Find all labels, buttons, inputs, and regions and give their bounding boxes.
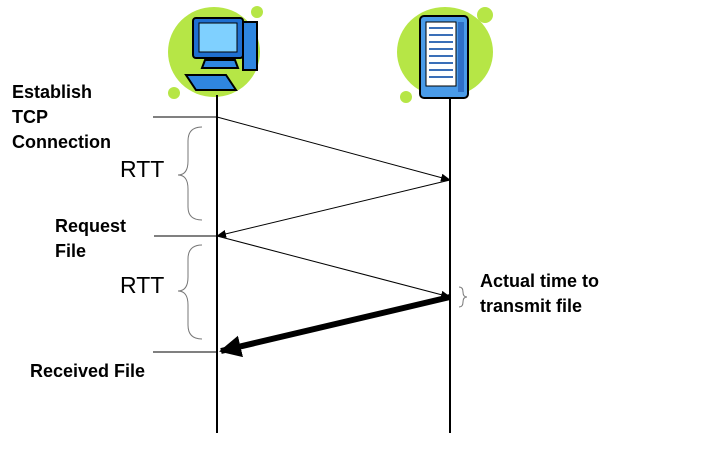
rtt-brace-1: [177, 126, 203, 221]
desktop-computer-icon: [168, 6, 263, 99]
synack-arrow: [216, 179, 451, 238]
rtt-label-1: RTT: [120, 156, 165, 182]
rtt-brace-2: [177, 244, 203, 340]
rtt-label-2: RTT: [120, 272, 165, 298]
syn-arrow: [216, 116, 451, 182]
transmit-brace: [458, 286, 468, 308]
server-tower-icon: [397, 7, 493, 103]
transmit-label: Actual time to transmit file: [480, 271, 600, 316]
request-arrow: [216, 235, 451, 299]
file-transfer-arrow: [219, 294, 451, 358]
establish-label: Establish TCP Connection: [12, 82, 111, 152]
request-label: Request File: [55, 216, 127, 261]
received-label: Received File: [30, 361, 146, 381]
